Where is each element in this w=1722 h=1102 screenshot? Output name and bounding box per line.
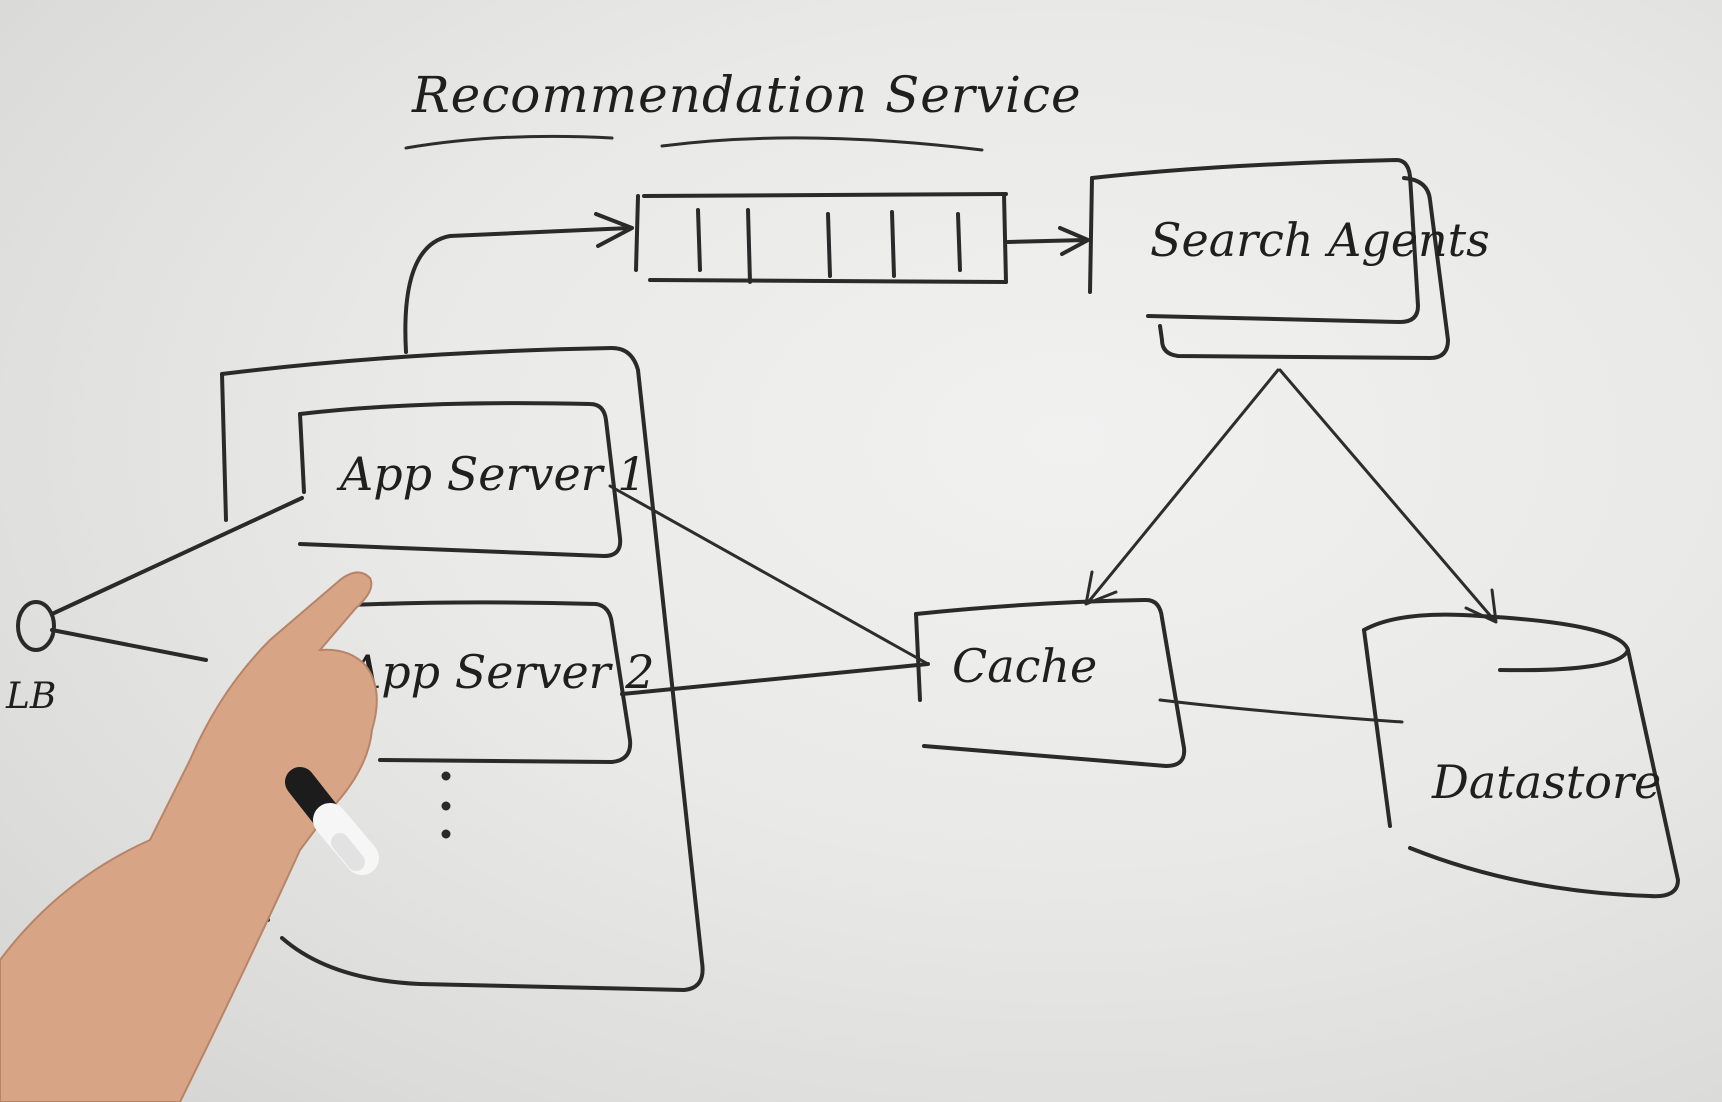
datastore-label: Datastore [1431,755,1661,809]
load-balancer-node [16,600,56,652]
app-server-1-box [298,401,623,558]
presenter-hand [0,571,379,1102]
edge-cache-to-datastore [1158,698,1404,724]
edge-app-server-2-to-cache [620,662,930,696]
search-agents-label: Search Agents [1150,213,1490,267]
edge-search-agents-to-datastore [1278,368,1496,622]
queue-slot [696,208,702,272]
app-server-2-label: App Server 2 [344,645,655,699]
load-balancer-label: LB [5,676,56,717]
edge-app-server-1-to-cache [608,484,930,666]
datastore-cylinder [1362,612,1680,899]
message-queue [634,192,1008,284]
queue-slot [956,212,962,272]
app-server-cluster-box [220,346,705,992]
queue-slot [746,208,752,284]
app-server-cluster-left-edge [220,372,228,522]
arrow-queue-to-search-agents [1006,238,1088,244]
arrowhead-queue-to-search-agents [1058,226,1090,256]
arrow-cluster-to-queue [403,226,632,354]
edge-search-agents-to-cache [1088,368,1280,602]
title-underline-left [404,134,614,150]
arrowhead-search-agents-to-cache [1084,570,1118,606]
search-agents-box [1088,158,1450,360]
cache-label: Cache [952,639,1097,693]
queue-slot [826,212,832,278]
app-server-1-label: App Server 1 [336,447,647,501]
queue-slot [890,210,896,278]
arrowhead-search-agents-to-datastore [1464,588,1498,624]
arrowhead-cluster-to-queue [594,212,634,248]
edge-lb-to-app-server-1 [50,496,304,616]
more-servers-ellipsis [441,771,451,839]
diagram-title: Recommendation Service [411,66,1082,124]
edge-lb-to-app-server-2 [50,628,208,662]
title-underline-right [660,136,984,152]
